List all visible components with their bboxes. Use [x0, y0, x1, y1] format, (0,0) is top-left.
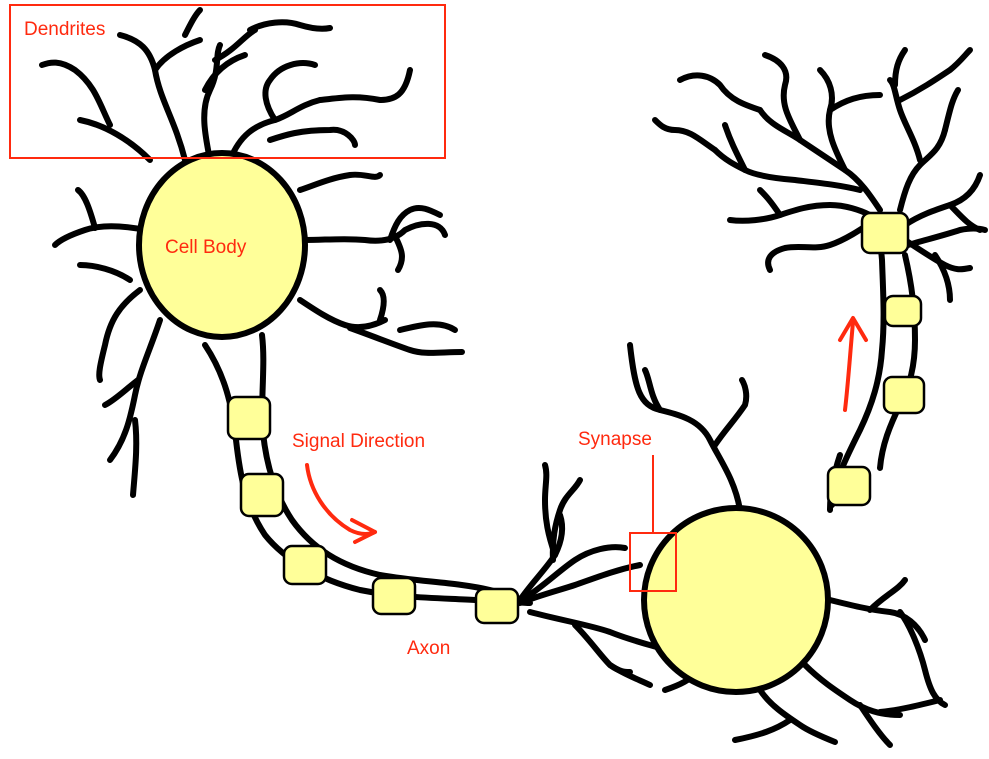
axon-terminals	[520, 465, 660, 685]
myelin-sheath	[241, 474, 283, 516]
myelin-sheath	[828, 467, 870, 505]
upward-signal-arrow	[845, 322, 853, 410]
signal-direction-arrow	[307, 465, 375, 534]
axon	[205, 335, 530, 603]
axon-2	[832, 220, 915, 505]
myelin-sheath	[228, 397, 270, 439]
synapse-label: Synapse	[578, 430, 652, 449]
myelin-sheath	[373, 578, 415, 614]
signal-direction-label: Signal Direction	[292, 432, 425, 451]
myelin-sheath	[476, 589, 518, 623]
myelin-sheath	[284, 546, 326, 584]
cell-body-label: Cell Body	[165, 238, 246, 257]
myelin-sheath	[885, 296, 921, 326]
myelin-sheath	[884, 377, 924, 413]
dendrites-label: Dendrites	[24, 20, 105, 39]
cell-body-2	[644, 508, 828, 692]
myelin-sheath	[862, 213, 908, 253]
axon-label: Axon	[407, 639, 450, 658]
